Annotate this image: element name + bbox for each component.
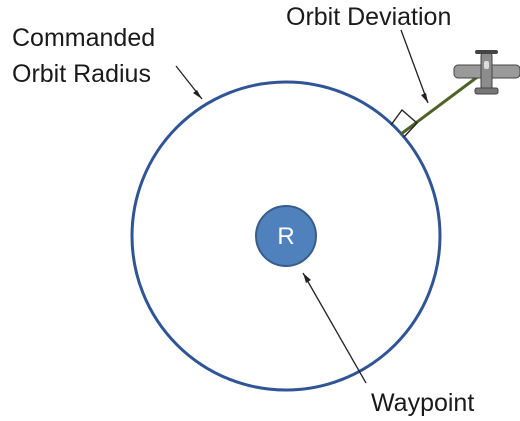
deviation-line: [401, 75, 480, 134]
waypoint-center-letter: R: [277, 223, 294, 250]
waypoint-label: Waypoint: [371, 389, 474, 417]
commanded-pointer-arrow: [176, 66, 202, 99]
deviation-pointer-arrow: [401, 30, 428, 103]
commanded-orbit-radius-label-line1: Commanded: [12, 24, 155, 52]
waypoint-pointer-arrow: [303, 273, 366, 383]
orbit-deviation-label: Orbit Deviation: [286, 3, 451, 31]
commanded-orbit-radius-label-line2: Orbit Radius: [12, 60, 151, 88]
